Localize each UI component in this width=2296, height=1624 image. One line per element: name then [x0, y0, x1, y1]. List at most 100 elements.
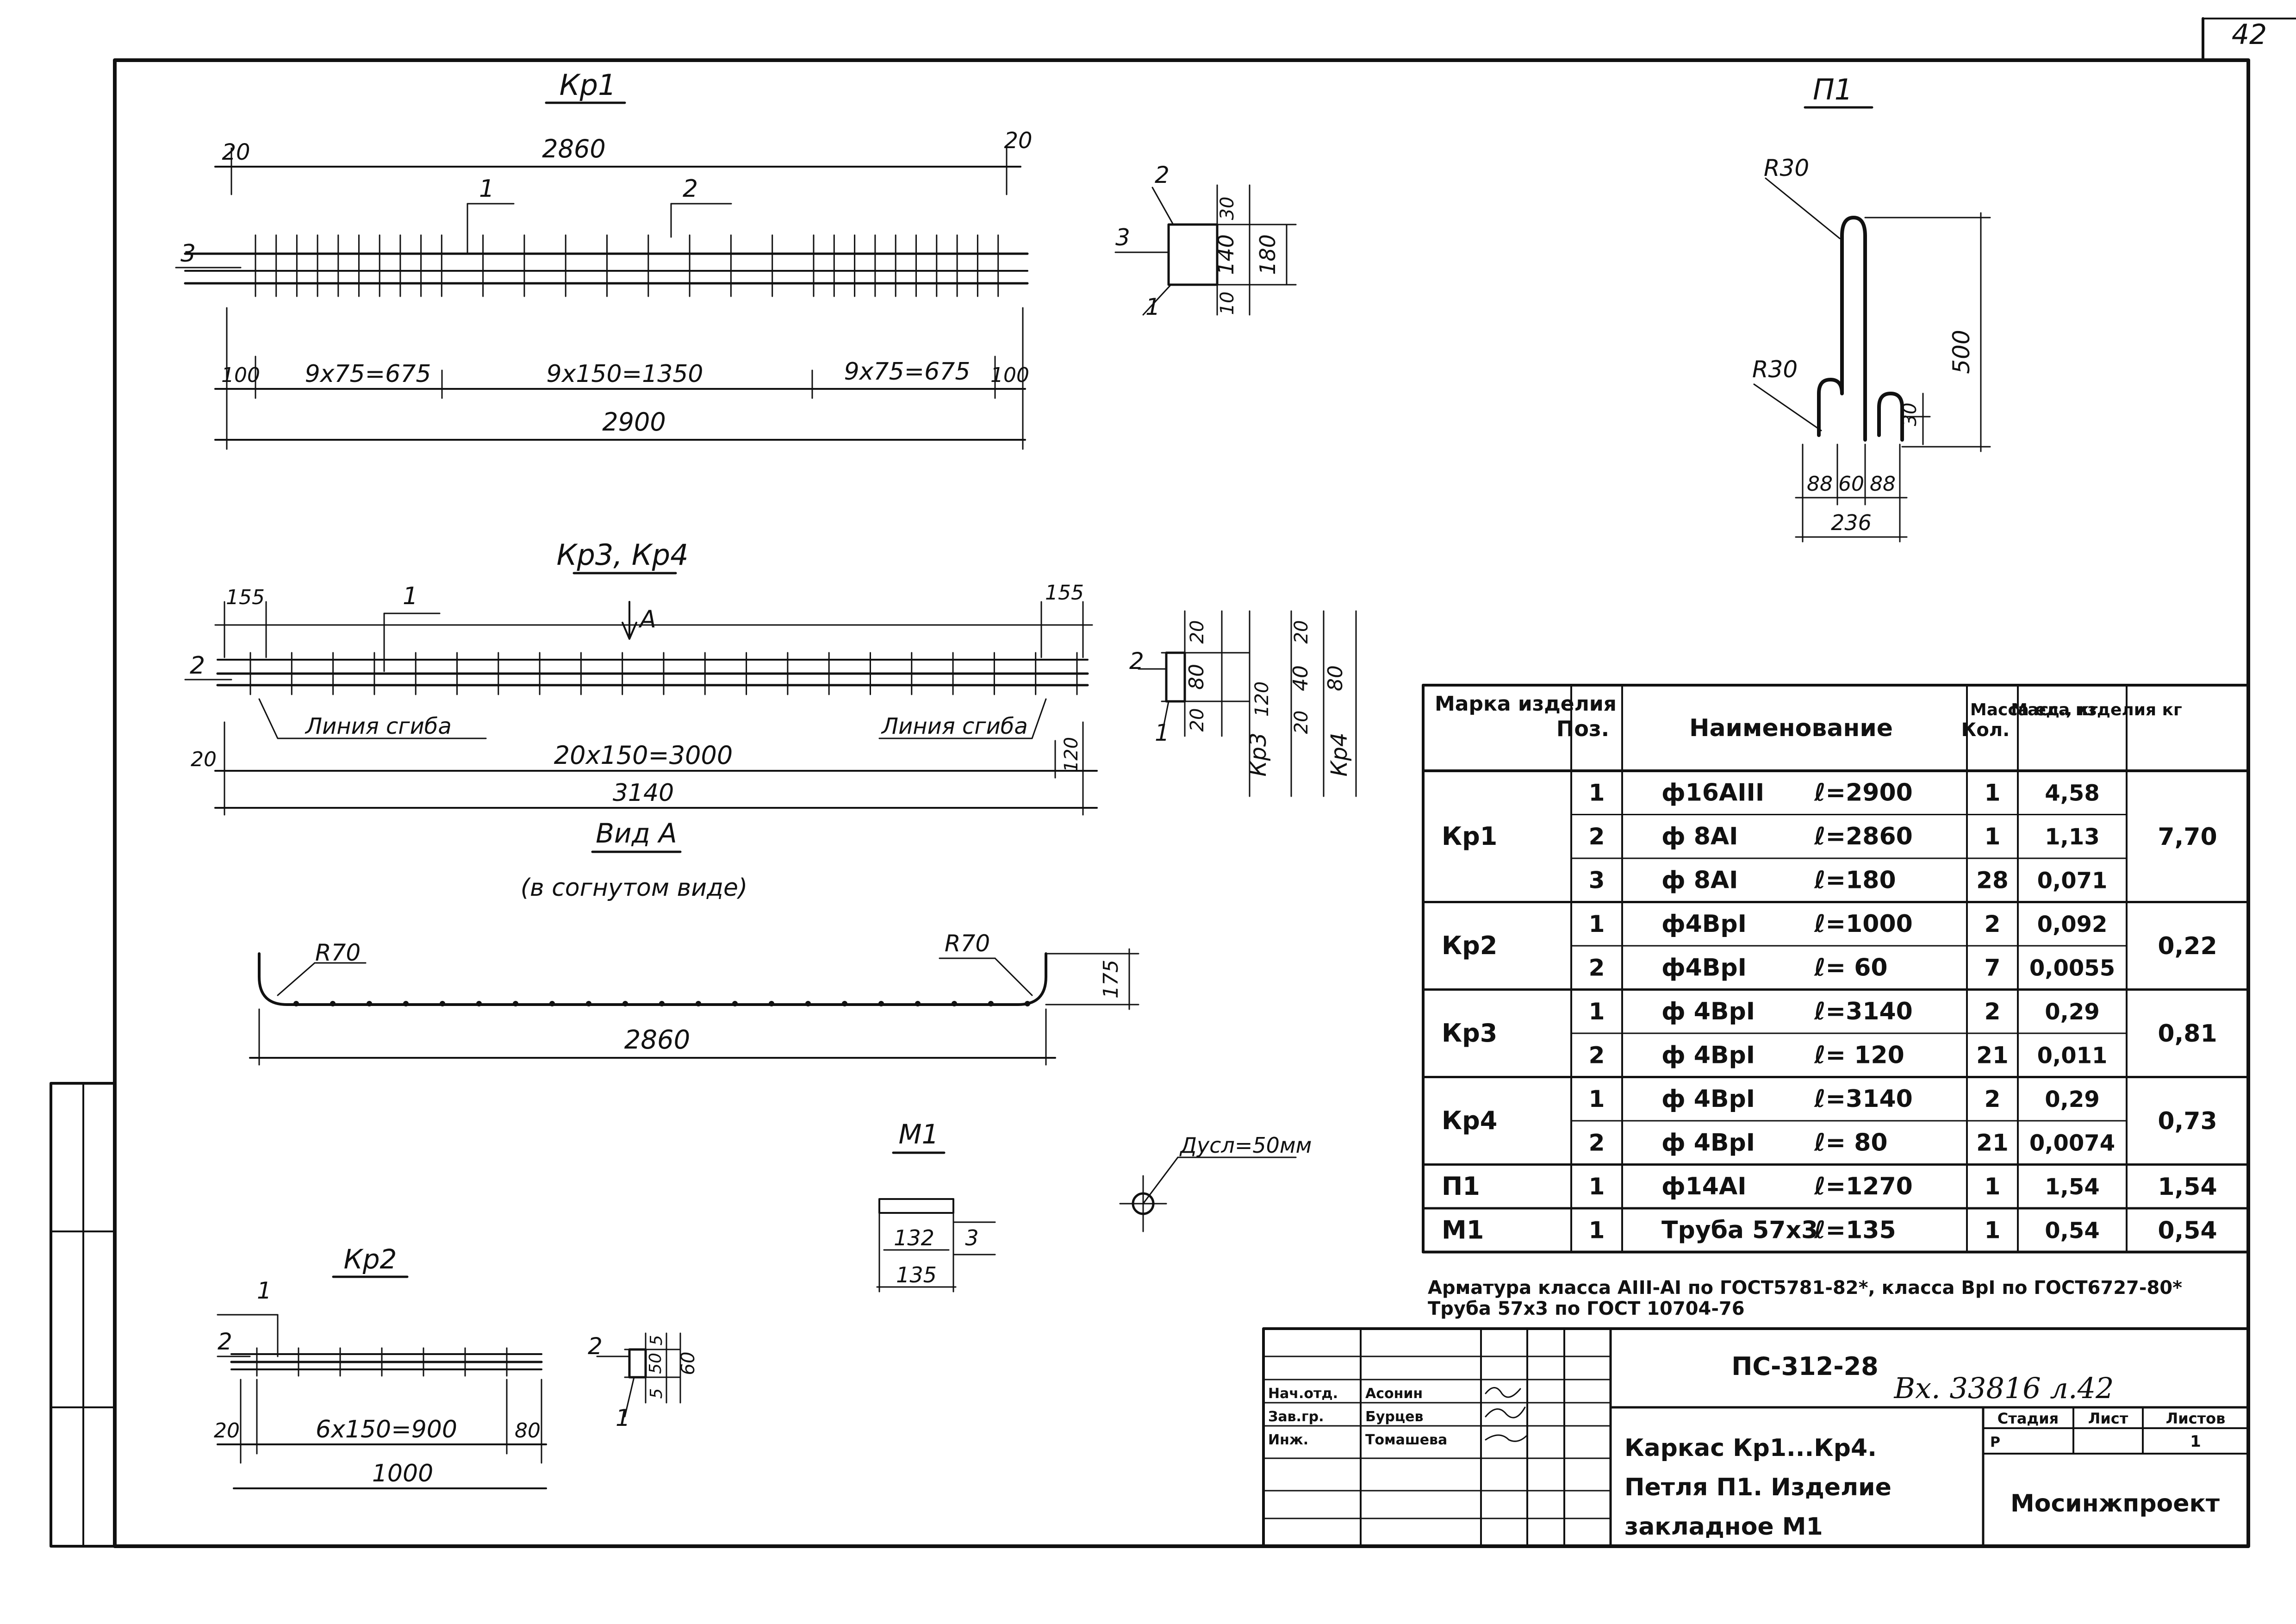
kr34-arrow: А	[638, 606, 656, 633]
spec-cell-mass: 0,29	[2045, 1087, 2099, 1112]
p1-total: 236	[1831, 510, 1872, 535]
kr1-dim-right: 20	[1004, 128, 1032, 154]
view-a-r-left: R70	[315, 939, 361, 966]
spec-cell-mass-total: 0,54	[2158, 1217, 2217, 1244]
kr1-sec-pos3: 3	[1115, 224, 1130, 251]
kr3-sec-a80: 80	[1185, 664, 1208, 690]
spec-cell-mass: 4,58	[2045, 780, 2099, 806]
kr2-sec-d5b: 5	[647, 1388, 666, 1399]
kr3-sec-b120: 120	[1251, 681, 1273, 717]
spec-cell-length: ℓ=135	[1814, 1216, 1896, 1244]
kr2-pos1: 1	[257, 1277, 272, 1304]
spec-cell-mass: 0,092	[2037, 912, 2108, 937]
kr1-title: Кр1	[560, 68, 616, 102]
spec-cell-qty: 2	[1985, 911, 2001, 937]
spec-cell-length: ℓ=3140	[1814, 998, 1913, 1025]
kr1-stirrups	[255, 234, 999, 297]
kr1-dim-top: 2860	[542, 134, 605, 163]
kr34-mid: 20х150=3000	[554, 741, 733, 770]
kr3-sec-a20b: 20	[1187, 708, 1208, 732]
kr2-total: 1000	[372, 1460, 433, 1487]
p1-height: 500	[1948, 330, 1975, 374]
kr2-stirrups	[256, 1347, 508, 1377]
tb-code: ПС-312-28	[1731, 1352, 1879, 1381]
view-a: Вид А (в согнутом виде) R70 R70 175 2860	[249, 818, 1139, 1066]
kr1-dim-left: 20	[222, 139, 250, 165]
spec-cell-pos: 2	[1589, 1129, 1605, 1156]
spec-cell-pos: 1	[1589, 1173, 1605, 1200]
kr2-end-right: 80	[515, 1419, 541, 1443]
spec-cell-length: ℓ=3140	[1814, 1085, 1913, 1113]
kr34-pos2: 2	[190, 652, 205, 680]
hole-symbol: Дусл=50мм	[1119, 1133, 1312, 1232]
tb-role-1: Нач.отд.	[1268, 1386, 1338, 1402]
side-stamp	[50, 1082, 116, 1548]
specification-table: Марка изделия Поз. Наименование Кол. Мас…	[1422, 684, 2250, 1254]
spec-cell-pos: 2	[1589, 823, 1605, 850]
tb-name-3: Томашева	[1365, 1432, 1447, 1448]
kr34-elevation: Кр3, Кр4 А 155 155 1 2 Линия сгиба Линия…	[184, 538, 1098, 816]
view-a-bar-dot	[988, 1001, 994, 1006]
kr2-sec-d50: 50	[646, 1353, 665, 1374]
view-a-bar-dot	[403, 1001, 409, 1006]
p1-w3: 88	[1870, 472, 1896, 496]
kr2-pos2: 2	[218, 1328, 232, 1355]
p1-loop: П1 500 30 R30 R30 88 60 88 236	[1752, 73, 1991, 543]
spec-cell-length: ℓ=180	[1814, 866, 1896, 894]
spec-cell-length: ℓ= 60	[1814, 954, 1888, 981]
spec-cell-mark: Кр1	[1442, 822, 1497, 851]
kr4-sec-b80: 80	[1324, 665, 1347, 691]
spec-cell-name: ф 4ВрI	[1661, 998, 1755, 1025]
view-a-title: Вид А	[596, 818, 677, 849]
spec-header-mass-unit: Масса ед., кг	[1970, 700, 2098, 719]
p1-r-top: R30	[1764, 155, 1809, 181]
spec-cell-name: ф 8АI	[1661, 866, 1738, 894]
kr4-sec-b40: 40	[1289, 665, 1313, 691]
spec-cell-name: ф 8АI	[1661, 823, 1738, 850]
spec-cell-qty: 2	[1985, 1086, 2001, 1112]
view-a-bar-dot	[367, 1001, 372, 1006]
view-a-bar-dot	[622, 1001, 628, 1006]
spec-note-2: Труба 57х3 по ГОСТ 10704-76	[1428, 1298, 1745, 1319]
kr1-end-left: 100	[221, 363, 260, 387]
view-a-bar-dot	[1025, 1001, 1030, 1006]
kr2-sec-d60: 60	[678, 1352, 699, 1375]
kr34-d120: 120	[1061, 737, 1082, 772]
tb-name-1: Асонин	[1365, 1386, 1423, 1402]
title-block: Нач.отд. Зав.гр. Инж. Асонин Бурцев Тома…	[1262, 1327, 2250, 1548]
tb-name-2: Бурцев	[1365, 1409, 1423, 1425]
spec-note-1: Арматура класса АIII-АI по ГОСТ5781-82*,…	[1428, 1277, 2182, 1299]
kr1-total: 2900	[602, 407, 666, 437]
spec-header-mass-item: Масса изделия кг	[2011, 700, 2182, 719]
kr4-sec-b20b: 20	[1291, 711, 1312, 734]
p1-w1: 88	[1807, 472, 1833, 496]
spec-cell-length: ℓ=2860	[1814, 823, 1913, 850]
spec-cell-mass: 0,54	[2045, 1218, 2099, 1243]
kr2-sec-d5a: 5	[647, 1335, 666, 1346]
page-number: 42	[2232, 19, 2267, 51]
p1-hook: 30	[1899, 403, 1921, 426]
kr34-end-right: 155	[1045, 581, 1084, 605]
tb-role-3: Инж.	[1268, 1432, 1308, 1448]
kr2-sec-pos1: 1	[616, 1405, 630, 1431]
spec-cell-mark: П1	[1442, 1172, 1480, 1201]
kr34-sec-pos1: 1	[1155, 719, 1170, 746]
tb-sheets: 1	[2190, 1432, 2201, 1451]
kr34-sec-pos2: 2	[1129, 648, 1144, 675]
spec-cell-length: ℓ=1000	[1814, 910, 1913, 938]
spec-cell-name: Труба 57х3	[1661, 1216, 1818, 1244]
kr1-elevation: Кр1 20 20 2860 1 2 3 100 100 9х75=	[175, 68, 1033, 450]
kr1-seg1: 9х75=675	[305, 360, 431, 388]
kr1-seg3: 9х75=675	[844, 358, 971, 386]
view-a-bar-dot	[805, 1001, 811, 1006]
m1-title: М1	[899, 1118, 939, 1150]
tb-title-3: закладное М1	[1624, 1513, 1823, 1541]
tb-sheet-label: Лист	[2088, 1410, 2128, 1427]
view-a-bar-dot	[549, 1001, 555, 1006]
spec-cell-pos: 2	[1589, 954, 1605, 981]
spec-cell-name: ф4ВрI	[1661, 954, 1747, 981]
view-a-bar-dot	[440, 1001, 445, 1006]
kr3-sec-a20: 20	[1187, 620, 1208, 644]
spec-cell-mark: М1	[1442, 1215, 1484, 1244]
view-a-bar-dot	[330, 1001, 336, 1006]
